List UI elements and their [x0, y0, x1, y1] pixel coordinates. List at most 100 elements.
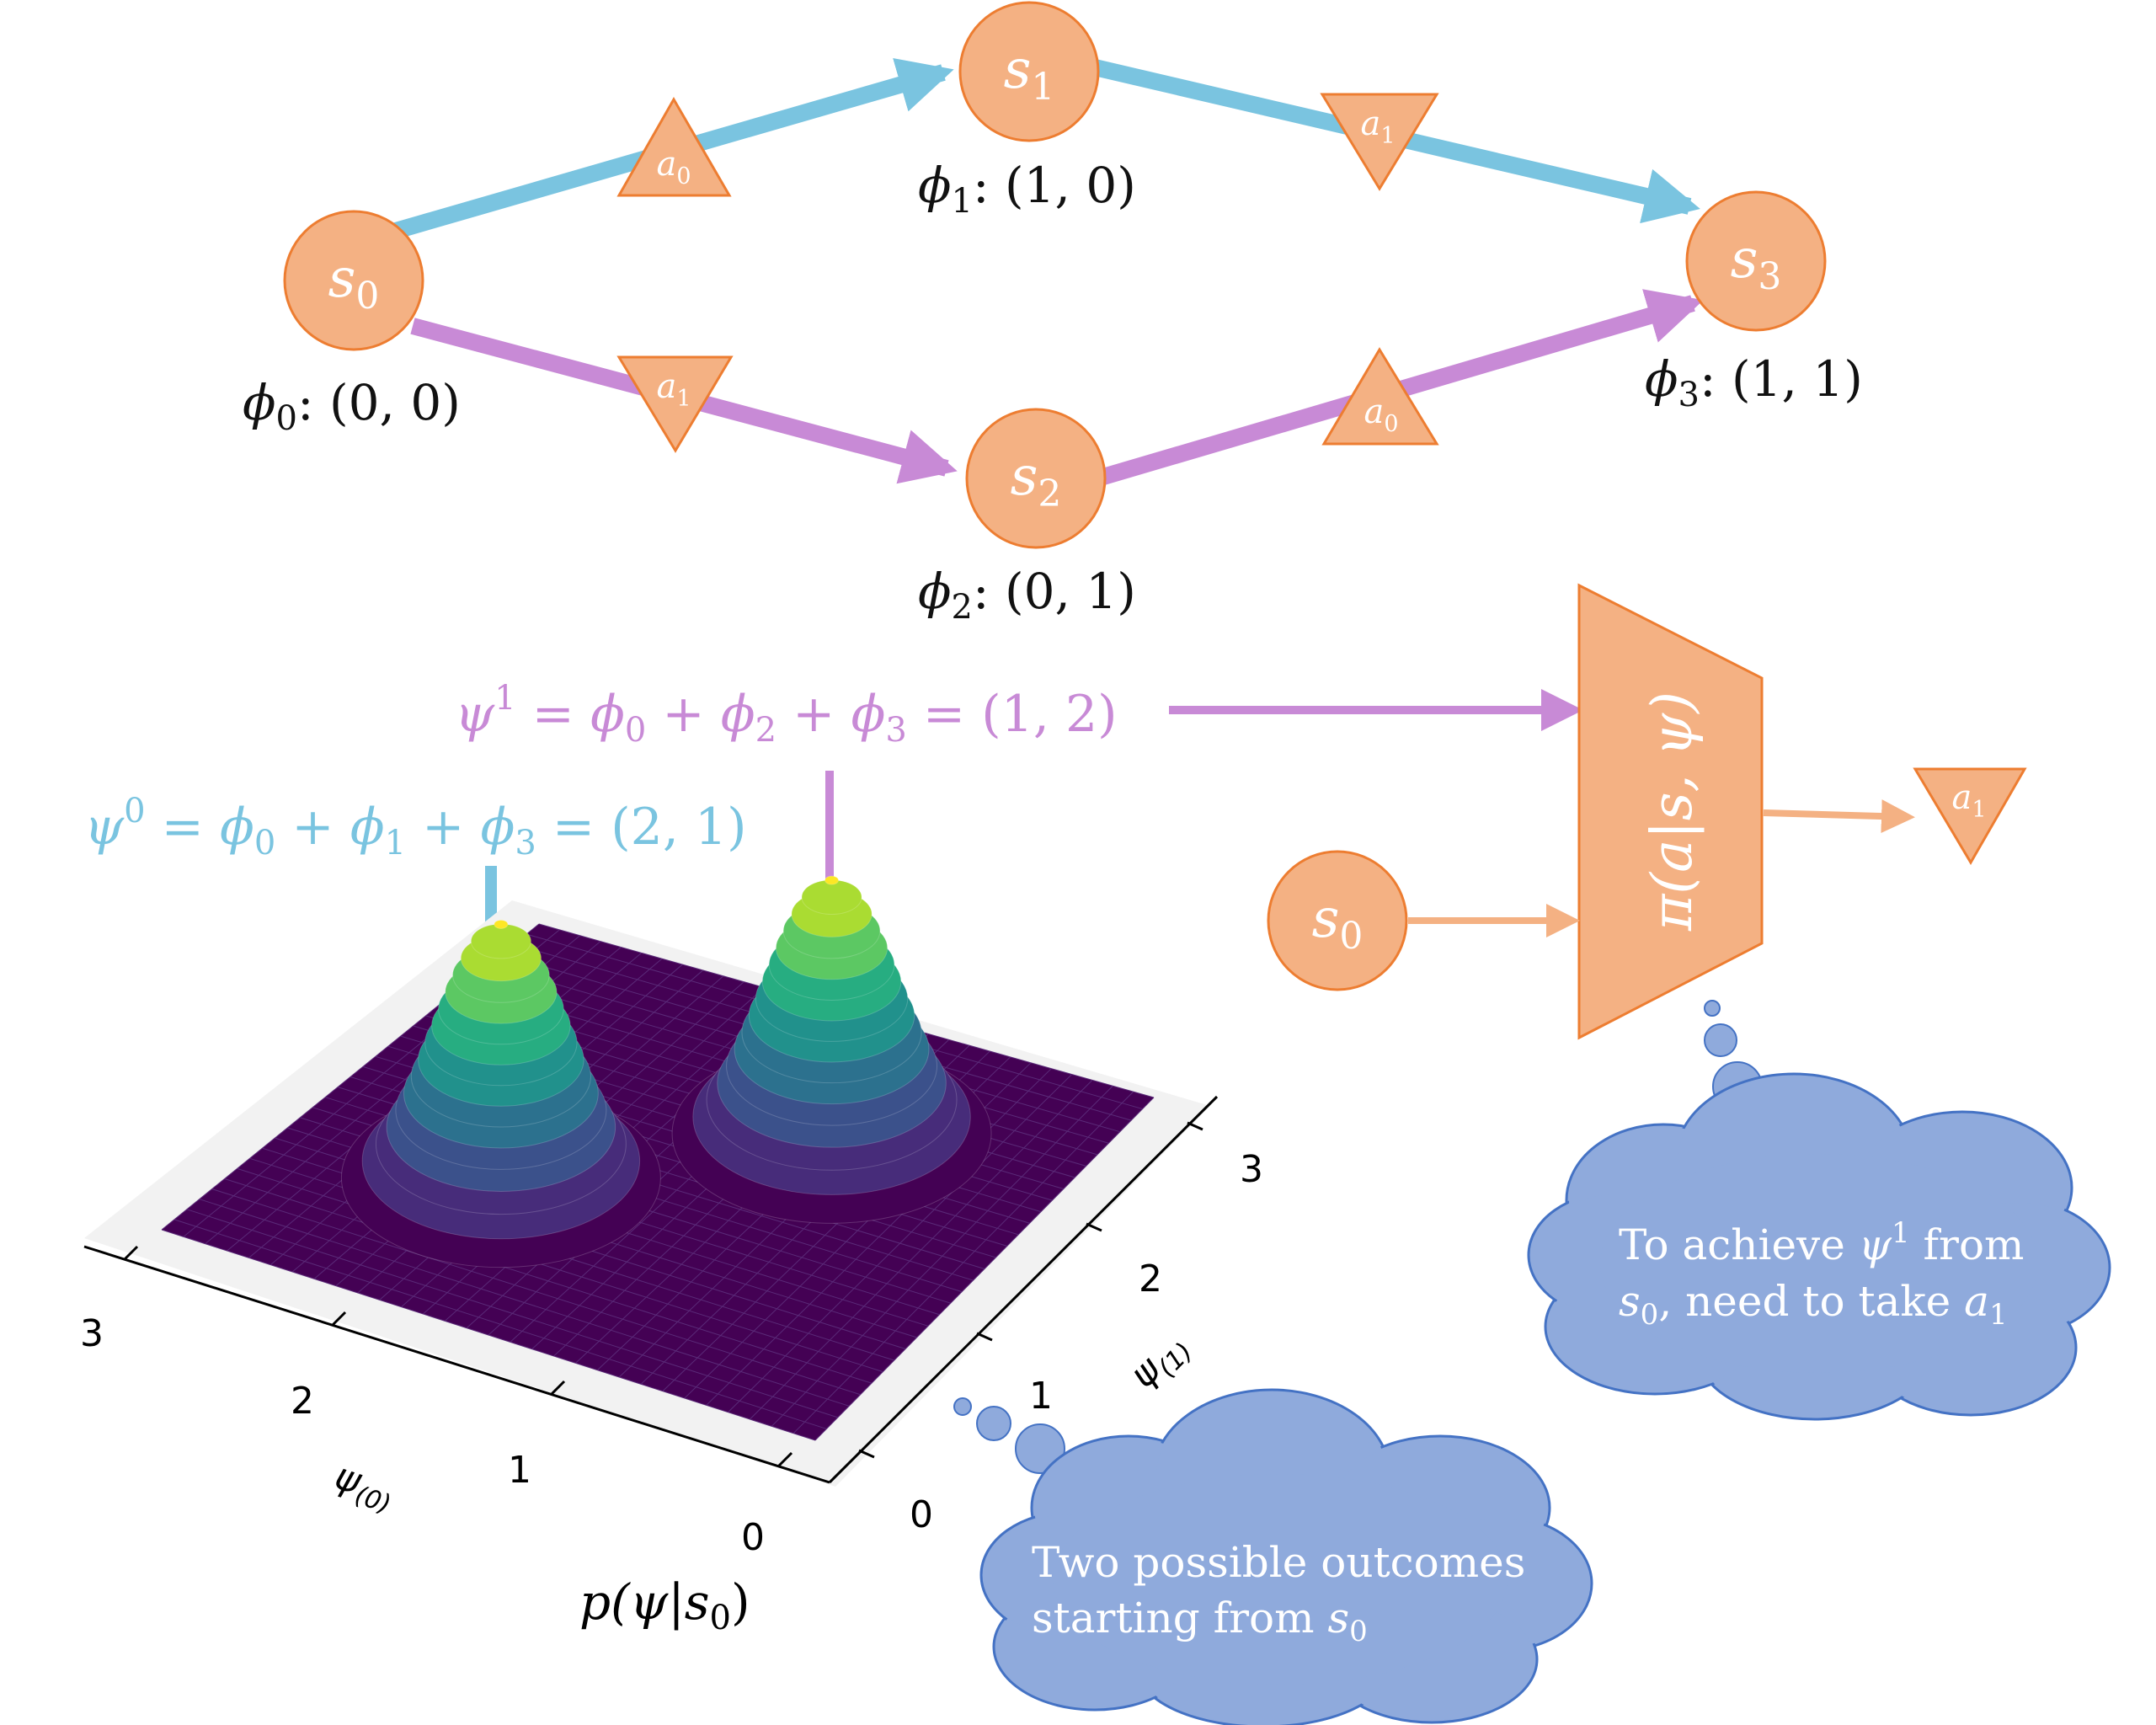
surface-contour	[470, 923, 531, 959]
svg-text:s1: s1	[1004, 39, 1055, 109]
state-letter: s	[1619, 1277, 1641, 1326]
arrow-policy-to-action	[1763, 799, 1915, 834]
surface-peaks	[340, 875, 992, 1268]
cloud-text: from	[1910, 1220, 2025, 1269]
action-letter: a	[1364, 393, 1384, 431]
svg-text:a1: a1	[1360, 104, 1395, 149]
phi-sub: 0	[276, 399, 297, 438]
svg-text:s3: s3	[1731, 228, 1782, 298]
x-tick-mark	[331, 1311, 347, 1327]
state-letter: s	[1004, 39, 1032, 101]
y-axis-label: ψ(1)	[1122, 1323, 1199, 1401]
plus-sign: +	[646, 685, 720, 744]
phi-term: ϕ	[590, 685, 625, 744]
state-node-s1: s1	[958, 1, 1100, 142]
equation-result: = (2, 1)	[536, 798, 747, 857]
surface-contour	[801, 879, 862, 916]
y-tick-label: 1	[1029, 1375, 1053, 1418]
action-sub: 1	[1972, 797, 1986, 823]
x-axis-label: ψ(0)	[328, 1455, 400, 1519]
thought-cloud-plot: Two possible outcomes starting from s0	[953, 1388, 1593, 1725]
caption-sub: 0	[710, 1599, 731, 1637]
state-nodes: s0 s1 s2 s3	[283, 1, 1827, 549]
phi-term-sub: 3	[515, 824, 536, 862]
y-axis-ticks: 0 1 2 3	[858, 1121, 1263, 1536]
state-sub: 0	[355, 275, 379, 318]
plus-sign: +	[776, 685, 851, 744]
surface-contour	[494, 919, 509, 929]
eq-sign: =	[516, 685, 590, 744]
x-tick-mark	[550, 1380, 566, 1396]
y-tick-label: 3	[1240, 1148, 1263, 1191]
phi-label-2: ϕ2: (0, 1)	[918, 563, 1136, 627]
x-tick-label: 1	[508, 1449, 531, 1492]
state-sub: 0	[1641, 1298, 1659, 1332]
thought-bubble	[976, 1406, 1011, 1441]
surface-peak	[340, 919, 661, 1268]
policy-input-state: s0	[1267, 850, 1408, 991]
action-sub: 1	[1380, 123, 1395, 149]
x-axis-line	[83, 1245, 830, 1484]
svg-text:s0: s0	[1312, 888, 1364, 958]
y-tick-mark	[1187, 1121, 1203, 1131]
action-markers: a0 a1 a1 a0	[616, 93, 1439, 453]
cloud-text-line1: To achieve ψ1 from	[1619, 1216, 2024, 1269]
action-a0-bottom: a0	[1321, 347, 1439, 446]
cloud-text-line2: s0, need to take a1	[1619, 1277, 2008, 1332]
action-a1-bottom: a1	[616, 355, 734, 453]
action-sub: 0	[676, 163, 691, 190]
policy-network: π(a|s, ψ)	[1577, 583, 1764, 1040]
action-a1-top: a1	[1320, 93, 1439, 191]
phi-sub: 3	[1678, 376, 1700, 414]
surface-plot: 0 1 2 3 0 1 2 3 ψ(0) ψ(1) p(ψ|s0)	[80, 875, 1263, 1637]
phi-term-sub: 0	[625, 711, 646, 750]
surface-contour	[825, 875, 840, 885]
action-letter: a	[656, 145, 676, 184]
svg-text:s0: s0	[328, 248, 380, 318]
svg-text:a1: a1	[656, 367, 691, 412]
phi-letter: ϕ	[243, 374, 276, 431]
cloud-text-line1: Two possible outcomes	[1032, 1538, 1525, 1587]
y-tick-mark	[1086, 1222, 1102, 1232]
phi-letter: ϕ	[918, 563, 952, 620]
phi-term-sub: 1	[385, 824, 406, 862]
equation-result: = (1, 2)	[907, 685, 1118, 744]
psi-sup: 0	[124, 792, 145, 830]
state-letter: s	[1011, 446, 1038, 508]
policy-output-action: a1	[1913, 767, 2027, 865]
state-sub: 0	[1339, 915, 1363, 958]
plus-sign: +	[275, 798, 350, 857]
policy-trapezoid	[1577, 583, 1764, 1040]
phi-label-0: ϕ0: (0, 0)	[243, 374, 461, 438]
cloud-text: starting from	[1032, 1594, 1327, 1642]
action-a0-top: a0	[616, 96, 732, 197]
phi-sub: 1	[952, 182, 973, 221]
phi-value: : (1, 0)	[973, 157, 1136, 214]
y-tick-label: 2	[1139, 1258, 1162, 1300]
y-tick-mark	[858, 1449, 875, 1459]
psi-sup: 1	[1892, 1216, 1910, 1250]
phi-label-1: ϕ1: (1, 0)	[918, 157, 1136, 221]
x-axis-ticks: 0 1 2 3	[80, 1245, 793, 1559]
caption-text: p(ψ|s	[579, 1573, 710, 1631]
state-node-s0: s0	[283, 210, 424, 351]
state-node-s3: s3	[1685, 190, 1827, 332]
phi-labels: ϕ0: (0, 0) ϕ1: (1, 0) ϕ2: (0, 1) ϕ3: (1,…	[243, 157, 1863, 627]
psi-letter: ψ	[455, 685, 495, 744]
x-tick-label: 3	[80, 1312, 104, 1355]
state-sub: 3	[1758, 255, 1781, 298]
state-node-s2: s2	[965, 408, 1107, 549]
phi-term-sub: 2	[755, 711, 776, 750]
action-letter: a	[656, 367, 676, 406]
phi-letter: ϕ	[1645, 350, 1678, 408]
svg-text:a1: a1	[1951, 778, 1986, 823]
thought-bubble	[1015, 1423, 1065, 1474]
phi-value: : (0, 0)	[297, 374, 461, 431]
x-tick-label: 0	[741, 1516, 765, 1559]
phi-term-sub: 3	[885, 711, 906, 750]
psi-letter: ψ	[1859, 1220, 1892, 1269]
action-letter: a	[1360, 104, 1380, 143]
phi-term-sub: 0	[254, 824, 275, 862]
svg-text:s2: s2	[1011, 446, 1062, 515]
y-tick-mark	[976, 1332, 993, 1342]
